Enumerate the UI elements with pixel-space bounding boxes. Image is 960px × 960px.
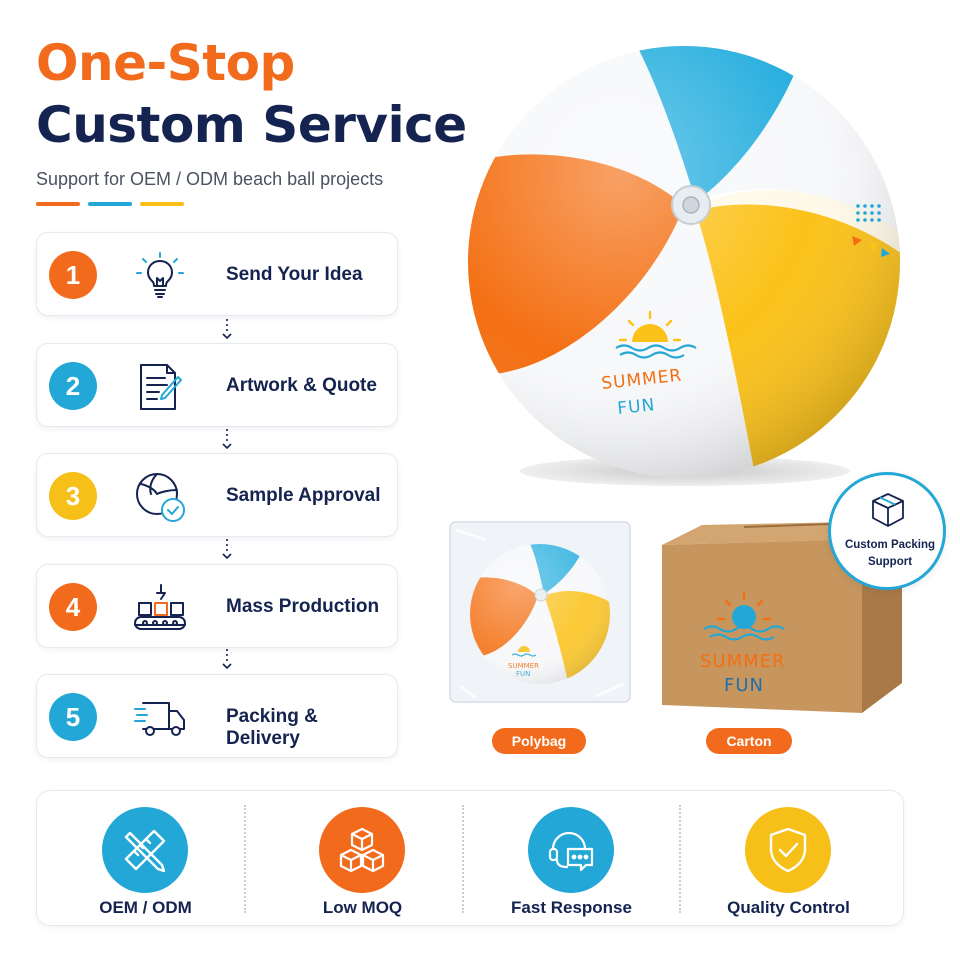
feature-fast-response: Fast Response — [473, 791, 690, 927]
feature-label: OEM / ODM — [99, 898, 192, 917]
truck-icon — [134, 702, 185, 736]
step-connector-arrow — [222, 649, 232, 670]
step-connector-arrow — [222, 539, 232, 560]
box-icon — [872, 493, 904, 527]
document-pen-icon — [140, 364, 182, 410]
feature-icon-circle — [319, 807, 405, 893]
step-card-1: 1 Send Your Idea — [36, 232, 398, 316]
step-connector-arrow — [222, 319, 232, 340]
divider-blue — [88, 202, 132, 206]
feature-oem-odm: OEM / ODM — [47, 791, 264, 927]
feature-icon-circle — [528, 807, 614, 893]
carton-logo-text-line-2: FUN — [724, 675, 764, 696]
page-subtitle: Support for OEM / ODM beach ball project… — [36, 169, 384, 189]
polybag-image: SUMMER FUN — [449, 521, 631, 703]
beach-ball-image: SUMMER FUN — [468, 46, 900, 478]
features-panel: OEM / ODM Low MOQ Fast Response — [36, 790, 904, 926]
polybag-label: Polybag — [492, 728, 586, 754]
pencil-ruler-icon — [124, 829, 166, 873]
divider-yellow — [140, 202, 184, 206]
step-label: Send Your Idea — [226, 264, 363, 285]
badge-line-1: Custom Packing — [844, 539, 936, 551]
svg-text:SUMMER: SUMMER — [508, 662, 539, 670]
step-number-badge: 5 — [49, 693, 97, 741]
page-title-line-2: Custom Service — [36, 96, 467, 154]
step-card-3: 3 Sample Approval — [36, 453, 398, 537]
step-number-badge: 4 — [49, 583, 97, 631]
page-title-line-1: One-Stop — [36, 34, 295, 92]
feature-icon-circle — [745, 807, 831, 893]
carton-label: Carton — [706, 728, 792, 754]
feature-label: Fast Response — [511, 898, 632, 917]
badge-line-2: Support — [867, 556, 913, 568]
carton-logo-text-line-1: SUMMER — [700, 651, 786, 672]
headset-chat-icon — [548, 831, 594, 872]
step-card-5: 5 Packing & Delivery — [36, 674, 398, 758]
step-label: Sample Approval — [226, 485, 381, 506]
step-number-badge: 1 — [49, 251, 97, 299]
feature-divider — [244, 805, 246, 913]
feature-divider — [462, 805, 464, 913]
step-card-4: 4 Mass Production — [36, 564, 398, 648]
ball-logo-text-line-2: FUN — [616, 395, 656, 419]
conveyor-icon — [134, 584, 186, 630]
step-label: Packing & Delivery — [226, 706, 318, 749]
ball-check-icon — [136, 473, 185, 522]
shield-check-icon — [769, 827, 807, 873]
step-number-badge: 2 — [49, 362, 97, 410]
step-card-2: 2 Artwork & Quote — [36, 343, 398, 427]
step-number-badge: 3 — [49, 472, 97, 520]
svg-text:FUN: FUN — [516, 670, 530, 678]
step-label: Artwork & Quote — [226, 375, 377, 396]
divider-orange — [36, 202, 80, 206]
feature-quality-control: Quality Control — [690, 791, 907, 927]
custom-packing-badge: Custom Packing Support — [828, 472, 946, 590]
feature-label: Quality Control — [727, 898, 850, 917]
boxes-icon — [339, 827, 385, 873]
step-label: Mass Production — [226, 596, 380, 617]
feature-divider — [679, 805, 681, 913]
feature-low-moq: Low MOQ — [264, 791, 481, 927]
feature-label: Low MOQ — [322, 898, 403, 917]
step-connector-arrow — [222, 429, 232, 450]
lightbulb-icon — [136, 252, 184, 298]
feature-icon-circle — [102, 807, 188, 893]
badge-text: Custom Packing Support — [835, 537, 945, 571]
